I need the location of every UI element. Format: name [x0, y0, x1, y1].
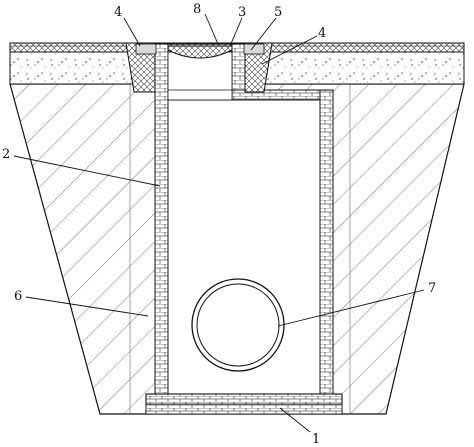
- pipe-inner: [196, 283, 280, 367]
- right-chamber-wall: [319, 89, 334, 395]
- left-collar: [125, 42, 156, 93]
- label-7: 7: [428, 281, 436, 296]
- label-8: 8: [193, 2, 201, 17]
- label-3: 3: [238, 5, 246, 20]
- shaft-opening: [167, 51, 233, 101]
- right-collar: [244, 42, 273, 93]
- label-2: 2: [2, 147, 10, 162]
- label-5: 5: [274, 5, 282, 20]
- label-4-right: 4: [318, 26, 326, 41]
- label-4-left: 4: [114, 5, 122, 20]
- manhole-cover: [167, 45, 233, 59]
- left-shaft-wall: [154, 43, 169, 395]
- label-1: 1: [312, 432, 320, 447]
- label-6: 6: [14, 289, 22, 304]
